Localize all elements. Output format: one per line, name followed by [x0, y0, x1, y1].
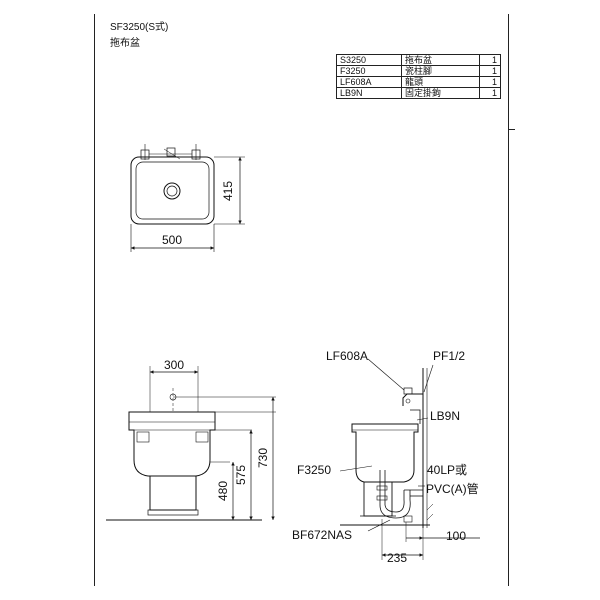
leader-pedestal — [339, 465, 373, 472]
drawing-subtitle: 拖布盆 — [110, 38, 140, 49]
depth-dimension-label: 415 — [221, 181, 235, 201]
hook-label: LB9N — [430, 409, 460, 423]
height-575-label: 575 — [234, 465, 248, 485]
drain-label-line2: PVC(A)管 — [426, 481, 479, 496]
dim-100-label: 100 — [446, 529, 466, 543]
basin-outline-top — [130, 156, 215, 225]
parts-table: S3250 拖布盆 1 F3250 瓷柱腳 1 LF608A 龍頭 1 LB9N… — [336, 54, 501, 99]
basin-side-outline — [351, 423, 419, 483]
height-480-label: 480 — [216, 481, 230, 501]
pedestal-side — [363, 482, 393, 517]
top-view — [130, 144, 245, 252]
leader-trap — [367, 519, 391, 532]
part-qty: 1 — [479, 87, 501, 99]
spacing-dimension-label: 300 — [164, 358, 184, 372]
drain-label-line1: 40LP或 — [427, 463, 467, 477]
parts-row: LB9N 固定掛鉤 1 — [336, 87, 501, 99]
leader-pipe — [423, 364, 434, 393]
drawing-frame — [94, 14, 509, 586]
hook-bracket — [410, 409, 421, 424]
pedestal-front — [149, 476, 197, 511]
trap-pipe — [379, 490, 411, 519]
basin-front-outline — [128, 411, 216, 477]
parts-row: LF608A 龍頭 1 — [336, 76, 501, 88]
frame-tick-mark — [509, 129, 515, 130]
faucet-outline — [402, 393, 423, 406]
drawing-title: SF3250(S式) — [110, 22, 169, 33]
side-view — [339, 358, 480, 560]
drain-circle — [163, 182, 181, 200]
leader-faucet — [367, 358, 405, 391]
pedestal-label: F3250 — [297, 463, 331, 477]
parts-row: S3250 拖布盆 1 — [336, 54, 501, 66]
front-view — [106, 366, 276, 521]
height-730-label: 730 — [256, 448, 270, 468]
leader-hook — [416, 417, 429, 421]
trap-label: BF672NAS — [292, 528, 352, 542]
faucet-label: LF608A — [326, 349, 368, 363]
part-qty: 1 — [479, 76, 501, 88]
pipe-label: PF1/2 — [433, 349, 465, 363]
dim-235-label: 235 — [387, 551, 407, 565]
width-dimension-label: 500 — [162, 233, 182, 247]
